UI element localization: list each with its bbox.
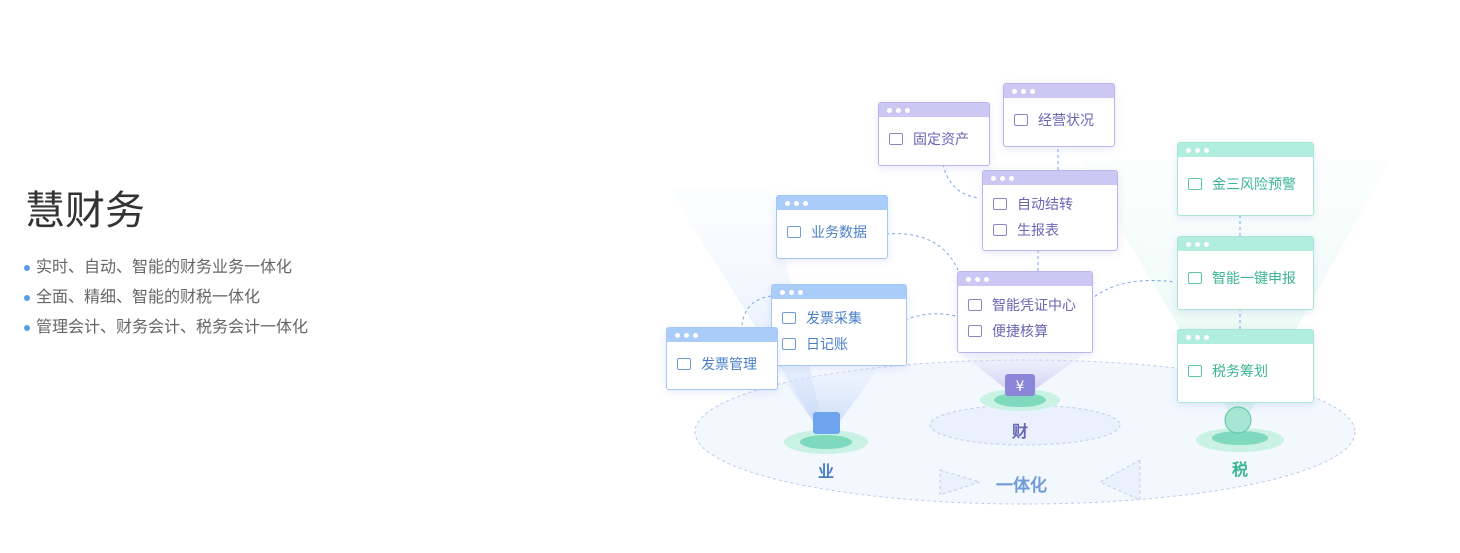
bullet-icon: [24, 264, 30, 271]
card-item: 发票管理: [667, 351, 777, 377]
calendar-icon: [782, 338, 796, 350]
card-item-label: 金三风险预警: [1212, 177, 1296, 193]
card-invoice-manage: 发票管理: [666, 327, 778, 390]
card-item-label: 经营状况: [1038, 113, 1094, 129]
tax-card-icon: [1188, 365, 1202, 377]
card-item-label: 便捷核算: [992, 324, 1048, 340]
transfer-icon: [993, 198, 1007, 210]
feature-text: 实时、自动、智能的财务业务一体化: [36, 257, 293, 276]
card-risk-alert: 金三风险预警: [1177, 142, 1314, 216]
window-bar: [1178, 237, 1313, 251]
card-item: 发票采集: [772, 305, 906, 331]
card-item: 生报表: [983, 217, 1117, 243]
card-item: 经营状况: [1004, 107, 1114, 133]
card-tax-planning: 税务筹划: [1177, 329, 1314, 403]
report-icon: [993, 224, 1007, 236]
window-bar: [772, 285, 906, 299]
card-item-label: 固定资产: [913, 132, 969, 148]
feature-item: 管理会计、财务会计、税务会计一体化: [24, 316, 308, 346]
window-bar: [1178, 330, 1313, 344]
building-icon: [889, 133, 903, 145]
briefcase-icon: [787, 226, 801, 238]
card-item-label: 日记账: [806, 337, 848, 353]
bullet-icon: [24, 294, 30, 301]
window-bar: [958, 272, 1092, 286]
window-bar: [667, 328, 777, 342]
voucher-icon: [968, 299, 982, 311]
label-integration: 一体化: [996, 476, 1047, 496]
card-item: 智能一键申报: [1178, 265, 1313, 291]
invoice-icon: [677, 357, 691, 370]
page-title: 慧财务: [25, 188, 145, 234]
card-item: 智能凭证中心: [958, 292, 1092, 318]
window-bar: [983, 171, 1117, 185]
monitor-icon: [813, 412, 840, 434]
label-business: 业: [818, 462, 835, 481]
card-fixed-assets: 固定资产: [878, 102, 990, 166]
card-invoice-collect: 发票采集日记账: [771, 284, 907, 366]
tax-coin-icon: [1224, 406, 1252, 434]
feature-text: 管理会计、财务会计、税务会计一体化: [36, 317, 309, 336]
card-item-label: 税务筹划: [1212, 364, 1268, 380]
card-item-label: 发票管理: [701, 356, 757, 373]
window-bar: [777, 196, 887, 210]
card-one-click-filing: 智能一键申报: [1177, 236, 1314, 310]
calculator-icon: [968, 325, 982, 337]
card-item-label: 自动结转: [1017, 197, 1073, 213]
label-finance: 财: [1012, 422, 1029, 441]
card-item-label: 业务数据: [811, 225, 867, 241]
feature-list: 实时、自动、智能的财务业务一体化 全面、精细、智能的财税一体化 管理会计、财务会…: [24, 256, 308, 346]
card-voucher-center: 智能凭证中心便捷核算: [957, 271, 1093, 353]
card-item-label: 发票采集: [806, 311, 862, 327]
window-bar: [879, 103, 989, 117]
yuan-icon: [1005, 374, 1035, 396]
svg-text:¥: ¥: [1016, 379, 1025, 395]
card-business-status: 经营状况: [1003, 83, 1115, 147]
printer-icon: [1188, 272, 1202, 284]
feature-item: 全面、精细、智能的财税一体化: [24, 286, 308, 316]
invoice-scan-icon: [782, 312, 796, 324]
card-item-label: 智能一键申报: [1212, 271, 1296, 287]
card-item-label: 智能凭证中心: [992, 298, 1076, 314]
chart-icon: [1014, 114, 1028, 126]
window-bar: [1004, 84, 1114, 98]
card-item: 金三风险预警: [1178, 171, 1313, 197]
feature-item: 实时、自动、智能的财务业务一体化: [24, 256, 308, 286]
feature-text: 全面、精细、智能的财税一体化: [36, 287, 261, 306]
alarm-icon: [1188, 178, 1202, 190]
card-item: 日记账: [772, 331, 906, 357]
card-item: 自动结转: [983, 191, 1117, 217]
card-item-label: 生报表: [1017, 223, 1059, 239]
label-tax: 税: [1232, 460, 1249, 479]
card-item: 税务筹划: [1178, 358, 1313, 384]
window-bar: [1178, 143, 1313, 157]
card-auto-carry: 自动结转生报表: [982, 170, 1118, 251]
card-item: 便捷核算: [958, 318, 1092, 344]
bullet-icon: [24, 324, 30, 331]
card-item: 固定资产: [879, 126, 989, 152]
card-item: 业务数据: [777, 219, 887, 245]
card-business-data: 业务数据: [776, 195, 888, 259]
